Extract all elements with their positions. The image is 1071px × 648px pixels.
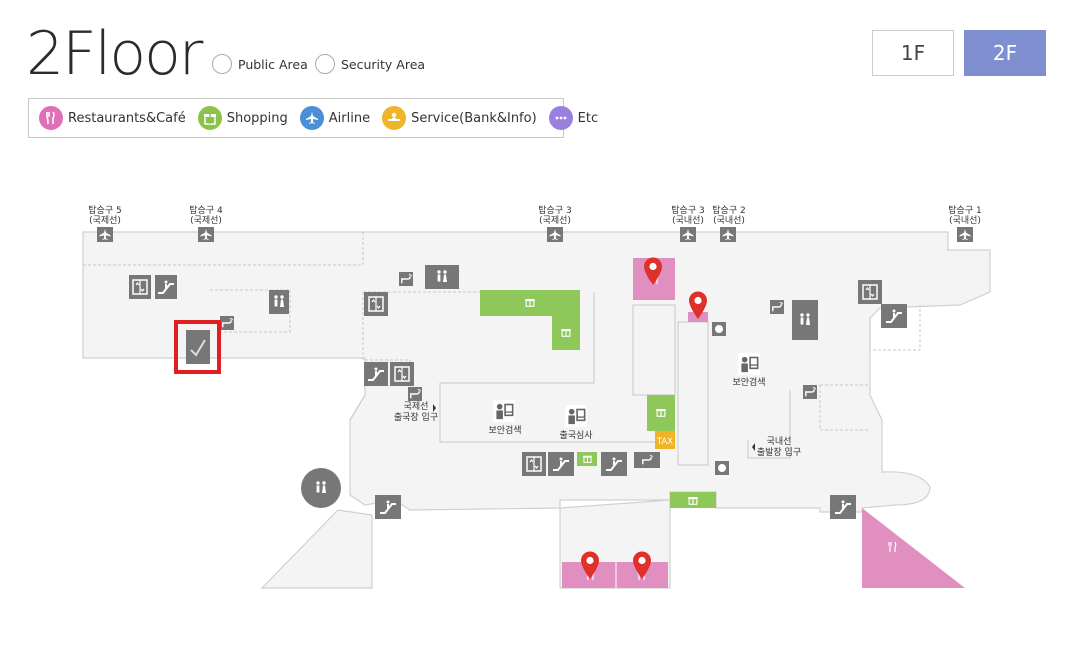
legend-label: Shopping <box>226 110 288 126</box>
legend-restaurants[interactable]: Restaurants&Café <box>39 106 186 130</box>
security-right-label: 보안검색 <box>732 378 766 388</box>
fork-knife-icon <box>39 106 63 130</box>
airplane-icon[interactable] <box>957 227 973 242</box>
legend-label: Service(Bank&Info) <box>411 110 537 126</box>
legend-airline[interactable]: Airline <box>299 106 371 130</box>
immigration-label: 출국심사 <box>559 431 593 441</box>
immigration-icon[interactable] <box>564 404 588 428</box>
legend-etc[interactable]: Etc <box>548 106 599 130</box>
security-left-label: 보안검색 <box>488 426 522 436</box>
restaurant-area[interactable] <box>562 562 668 588</box>
legend-label: Restaurants&Café <box>68 110 186 126</box>
page-title: 2Floor <box>26 19 203 89</box>
legend-shopping[interactable]: Shopping <box>197 106 288 130</box>
fountain-icon[interactable] <box>803 385 817 399</box>
airplane-icon[interactable] <box>198 227 214 242</box>
escalator-icon[interactable] <box>155 275 177 299</box>
gate-2-label: 탑승구 2(국내선) <box>712 206 746 226</box>
public-area-label: Public Area <box>238 56 308 72</box>
gift-icon <box>197 106 222 130</box>
restroom-icon[interactable] <box>425 265 459 289</box>
floor-2f-button[interactable]: 2F <box>964 30 1046 76</box>
gate-1-label: 탑승구 1(국내선) <box>948 206 982 226</box>
airplane-icon <box>299 106 324 130</box>
security-check-icon[interactable] <box>737 352 761 376</box>
public-area-radio[interactable]: Public Area <box>212 54 308 74</box>
escalator-icon[interactable] <box>830 495 856 519</box>
escalator-icon[interactable] <box>601 452 627 476</box>
escalator-icon[interactable] <box>881 304 907 328</box>
airplane-icon[interactable] <box>720 227 736 242</box>
fountain-icon[interactable] <box>770 300 784 314</box>
elevator-icon[interactable] <box>858 280 882 304</box>
gate-5-label: 탑승구 5(국제선) <box>88 206 122 226</box>
fountain-icon[interactable] <box>408 387 422 401</box>
legend-service[interactable]: Service(Bank&Info) <box>382 106 537 130</box>
elevator-icon[interactable] <box>522 452 546 476</box>
elevator-icon[interactable] <box>364 292 388 316</box>
restroom-icon[interactable] <box>792 300 818 340</box>
restroom-icon[interactable] <box>301 468 341 508</box>
radio-circle-icon[interactable] <box>315 54 335 74</box>
heart-icon[interactable] <box>715 461 729 475</box>
restaurant-area[interactable] <box>862 508 965 588</box>
tax-refund-area[interactable] <box>655 431 675 449</box>
gate-3-intl-label: 탑승구 3(국제선) <box>538 206 572 226</box>
airplane-icon[interactable] <box>547 227 563 242</box>
floor-1f-button[interactable]: 1F <box>872 30 954 76</box>
security-check-icon[interactable] <box>492 399 516 423</box>
service-icon[interactable] <box>634 452 660 468</box>
fountain-icon[interactable] <box>399 272 413 286</box>
selected-location-highlight[interactable] <box>174 320 221 374</box>
dots-icon <box>548 106 573 130</box>
gate-4-label: 탑승구 4(국제선) <box>189 206 223 226</box>
restroom-icon[interactable] <box>269 290 289 314</box>
tax-label: TAX <box>656 437 673 447</box>
radio-circle-icon[interactable] <box>212 54 232 74</box>
airplane-icon[interactable] <box>680 227 696 242</box>
service-icon <box>382 106 407 130</box>
escalator-icon[interactable] <box>364 362 388 386</box>
legend-label: Etc <box>577 110 599 126</box>
fountain-icon[interactable] <box>220 316 234 330</box>
category-legend: Restaurants&Café Shopping Airline Servic… <box>28 98 598 138</box>
security-area-label: Security Area <box>341 56 426 72</box>
elevator-icon[interactable] <box>390 362 414 386</box>
elevator-icon[interactable] <box>129 275 151 299</box>
lounge-icon[interactable] <box>186 330 210 364</box>
legend-label: Airline <box>328 110 371 126</box>
heart-icon[interactable] <box>712 322 726 336</box>
escalator-icon[interactable] <box>548 452 574 476</box>
floor-map: TAX <box>82 227 991 589</box>
gate-3-dom-label: 탑승구 3(국내선) <box>671 206 705 226</box>
airplane-icon[interactable] <box>97 227 113 242</box>
security-area-radio[interactable]: Security Area <box>315 54 425 74</box>
escalator-icon[interactable] <box>375 495 401 519</box>
